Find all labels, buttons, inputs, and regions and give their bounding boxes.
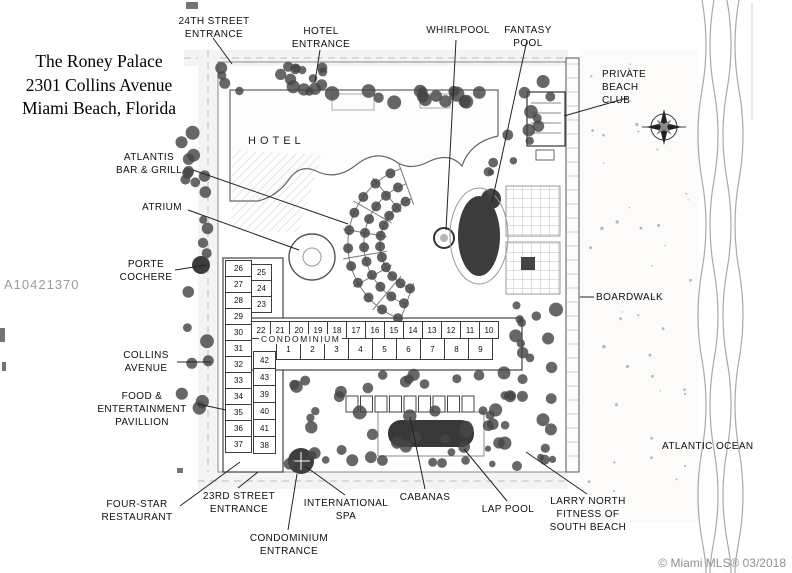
compass-rose-icon bbox=[642, 109, 686, 145]
label-fantasy-pool: FANTASY POOL bbox=[504, 25, 552, 49]
unit-box-25: 25 bbox=[251, 264, 272, 281]
unit-box-27: 27 bbox=[225, 276, 252, 293]
unit-box-42: 42 bbox=[253, 351, 276, 369]
label-24th-street-entrance: 24TH STREET ENTRANCE bbox=[178, 16, 250, 40]
unit-box-6: 6 bbox=[396, 338, 421, 360]
label-boardwalk: BOARDWALK bbox=[596, 292, 664, 303]
label-larry-north-fitness: LARRY NORTH FITNESS OF SOUTH BEACH bbox=[549, 496, 627, 533]
unit-box-11: 11 bbox=[460, 321, 480, 339]
unit-box-34: 34 bbox=[225, 388, 252, 405]
unit-box-7: 7 bbox=[420, 338, 445, 360]
unit-box-14: 14 bbox=[403, 321, 423, 339]
tree-clusters bbox=[175, 61, 563, 471]
unit-box-32: 32 bbox=[225, 356, 252, 373]
unit-box-15: 15 bbox=[384, 321, 404, 339]
unit-box-28: 28 bbox=[225, 292, 252, 309]
unit-box-17: 17 bbox=[346, 321, 366, 339]
unit-box-36: 36 bbox=[225, 420, 252, 437]
unit-box-13: 13 bbox=[422, 321, 442, 339]
label-hotel-entrance: HOTEL ENTRANCE bbox=[291, 26, 351, 50]
unit-box-38: 38 bbox=[253, 436, 276, 454]
unit-box-10: 10 bbox=[479, 321, 499, 339]
street-23rd bbox=[198, 472, 568, 489]
unit-box-24: 24 bbox=[251, 280, 272, 297]
label-porte-cochere: PORTE COCHERE bbox=[119, 259, 173, 283]
property-city: Miami Beach, Florida bbox=[21, 98, 177, 119]
unit-box-33: 33 bbox=[225, 372, 252, 389]
beach-sand-dots bbox=[587, 63, 693, 493]
label-whirlpool: WHIRLPOOL bbox=[426, 25, 490, 36]
unit-box-30: 30 bbox=[225, 324, 252, 341]
label-private-beach-club: PRIVATE BEACH CLUB bbox=[602, 69, 647, 106]
unit-box-23: 23 bbox=[251, 296, 272, 313]
label-lap-pool: LAP POOL bbox=[481, 504, 535, 515]
whirlpool-pool bbox=[433, 227, 455, 249]
unit-box-4: 4 bbox=[348, 338, 373, 360]
unit-box-31: 31 bbox=[225, 340, 252, 357]
unit-box-26: 26 bbox=[225, 260, 252, 277]
label-atrium: ATRIUM bbox=[142, 202, 182, 213]
label-atlantic-ocean: ATLANTIC OCEAN bbox=[662, 441, 754, 452]
boardwalk-strip bbox=[565, 57, 580, 473]
unit-box-43: 43 bbox=[253, 368, 276, 386]
label-collins-avenue: COLLINS AVENUE bbox=[123, 350, 169, 374]
unit-box-12: 12 bbox=[441, 321, 461, 339]
label-23rd-street-entrance: 23RD STREET ENTRANCE bbox=[202, 491, 276, 515]
condominium-label: CONDOMINIUM bbox=[259, 334, 343, 344]
street-24th bbox=[184, 50, 568, 66]
label-food-entertainment-pavillion: FOOD & ENTERTAINMENT PAVILLION bbox=[97, 391, 187, 428]
label-cabanas: CABANAS bbox=[399, 492, 451, 503]
title-block: The Roney Palace 2301 Collins Avenue Mia… bbox=[12, 50, 186, 121]
beach-area bbox=[580, 50, 698, 522]
porte-cochere-structure bbox=[192, 256, 210, 274]
fantasy-pool-water bbox=[449, 187, 509, 285]
mls-watermark: A10421370 bbox=[4, 277, 80, 292]
ocean-waves bbox=[697, 0, 744, 573]
unit-box-8: 8 bbox=[444, 338, 469, 360]
unit-box-35: 35 bbox=[225, 404, 252, 421]
unit-box-40: 40 bbox=[253, 402, 276, 420]
unit-box-5: 5 bbox=[372, 338, 397, 360]
unit-box-39: 39 bbox=[253, 385, 276, 403]
property-name: The Roney Palace bbox=[35, 51, 163, 71]
unit-box-29: 29 bbox=[225, 308, 252, 325]
property-address: 2301 Collins Avenue bbox=[25, 74, 173, 95]
unit-box-9: 9 bbox=[468, 338, 493, 360]
unit-box-41: 41 bbox=[253, 419, 276, 437]
label-international-spa: INTERNATIONAL SPA bbox=[303, 498, 389, 522]
atrium-circle bbox=[288, 233, 336, 281]
label-atlantis-bar-grill: ATLANTIS BAR & GRILL bbox=[115, 152, 183, 176]
pool-deck bbox=[505, 185, 561, 295]
label-four-star-restaurant: FOUR-STAR RESTAURANT bbox=[101, 499, 173, 523]
hotel-building bbox=[229, 89, 499, 232]
copyright-notice: © Miami MLS® 03/2018 bbox=[658, 556, 786, 570]
unit-box-37: 37 bbox=[225, 436, 252, 453]
unit-box-16: 16 bbox=[365, 321, 385, 339]
hotel-label: HOTEL bbox=[248, 135, 305, 147]
label-condominium-entrance: CONDOMINIUM ENTRANCE bbox=[249, 533, 329, 557]
